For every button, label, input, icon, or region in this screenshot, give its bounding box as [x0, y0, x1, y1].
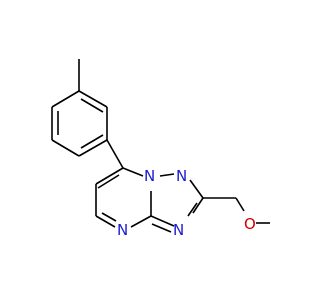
bond	[51, 139, 80, 157]
bond	[106, 139, 124, 169]
atom-label-n: N	[144, 167, 155, 185]
bond	[78, 90, 108, 108]
methoxymethyl-chain	[203, 197, 270, 224]
bond	[235, 197, 245, 212]
bond	[51, 90, 80, 108]
bond	[189, 179, 204, 199]
bond	[80, 98, 104, 113]
bond	[95, 167, 124, 185]
bond	[151, 223, 172, 233]
bond	[192, 197, 204, 214]
bond	[159, 173, 175, 177]
bond	[97, 174, 120, 189]
atom-label-n: N	[117, 221, 128, 239]
bond	[130, 215, 152, 228]
bond	[78, 139, 108, 157]
bond	[80, 134, 104, 149]
bond	[95, 215, 116, 228]
bond	[150, 215, 175, 227]
bond	[187, 202, 198, 217]
triazole-ring	[150, 173, 204, 233]
pyrimidine-ring	[95, 167, 152, 228]
atom-label-n: N	[176, 167, 187, 185]
atom-label-n: N	[173, 221, 184, 239]
tolyl-ring	[51, 59, 108, 157]
bond	[101, 212, 117, 222]
molecule-canvas: N N N N O	[51, 59, 270, 239]
structure-diagram: N N N N O	[51, 59, 270, 239]
bond	[122, 167, 144, 177]
atom-label-o: O	[244, 215, 256, 233]
